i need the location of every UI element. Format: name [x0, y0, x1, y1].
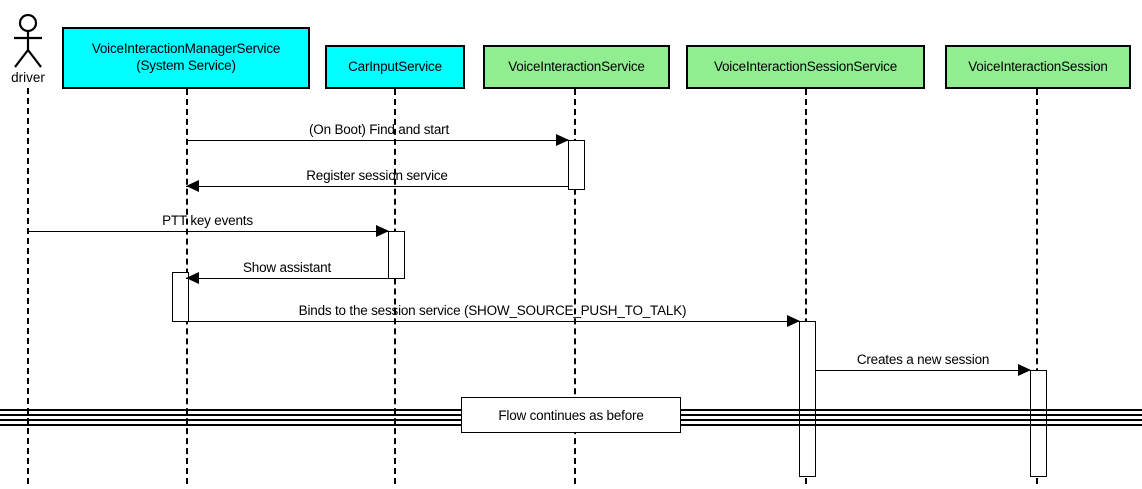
activation-bar-carinputservice [388, 231, 405, 279]
message-label-on-boot-find-and-start: (On Boot) Find and start [308, 122, 449, 137]
participant-voiceinteractionmanagerservice[interactable]: VoiceInteractionManagerService (System S… [62, 27, 310, 89]
participant-carinputservice[interactable]: CarInputService [325, 45, 465, 89]
participant-label: CarInputService [348, 58, 442, 74]
message-arrowhead-register-session-service [186, 180, 199, 192]
participant-label: VoiceInteractionSession [968, 58, 1108, 74]
divider-note-flow-continues: Flow continues as before [461, 397, 681, 433]
message-arrowhead-on-boot-find-and-start [556, 134, 569, 146]
participant-voiceinteractionsession[interactable]: VoiceInteractionSession [945, 45, 1131, 89]
message-arrowhead-binds-to-session-service [787, 315, 800, 327]
lifeline-voiceinteractionsessionservice [805, 89, 807, 484]
actor-stick-figure-icon [14, 14, 42, 68]
lifeline-carinput [394, 89, 396, 484]
message-label-binds-to-session-service: Binds to the session service (SHOW_SOURC… [298, 303, 687, 318]
message-line-ptt-key-events [27, 231, 388, 232]
message-line-show-assistant [186, 278, 388, 279]
participant-label: VoiceInteractionSessionService [713, 58, 898, 74]
activation-bar-vims [172, 272, 189, 322]
message-arrowhead-ptt-key-events [376, 225, 389, 237]
message-arrowhead-show-assistant [186, 272, 199, 284]
activation-bar-voiceinteractionsession [1030, 370, 1047, 477]
actor-label-driver: driver [11, 70, 45, 85]
message-label-ptt-key-events: PTT key events [162, 213, 253, 228]
message-line-creates-a-new-session [816, 370, 1030, 371]
message-arrowhead-creates-a-new-session [1018, 364, 1031, 376]
participant-voiceinteractionsessionservice[interactable]: VoiceInteractionSessionService [686, 45, 925, 89]
participant-label: VoiceInteractionService [508, 58, 645, 74]
lifeline-voiceinteractionsession [1036, 89, 1038, 484]
message-line-register-session-service [186, 186, 568, 187]
lifeline-voiceinteractionservice [574, 89, 576, 484]
divider-note-label: Flow continues as before [498, 407, 644, 423]
participant-label-line1: VoiceInteractionManagerService [91, 41, 281, 57]
activation-bar-voiceinteractionservice [568, 140, 585, 190]
participant-voiceinteractionservice[interactable]: VoiceInteractionService [483, 45, 670, 89]
message-line-on-boot-find-and-start [186, 140, 568, 141]
activation-bar-voiceinteractionsessionservice [799, 321, 816, 477]
participant-label-line2: (System Service) [136, 58, 236, 73]
message-label-creates-a-new-session: Creates a new session [856, 352, 990, 367]
lifeline-driver [27, 88, 29, 484]
message-label-register-session-service: Register session service [306, 168, 448, 183]
message-label-show-assistant: Show assistant [243, 260, 331, 275]
message-line-binds-to-session-service [186, 321, 799, 322]
